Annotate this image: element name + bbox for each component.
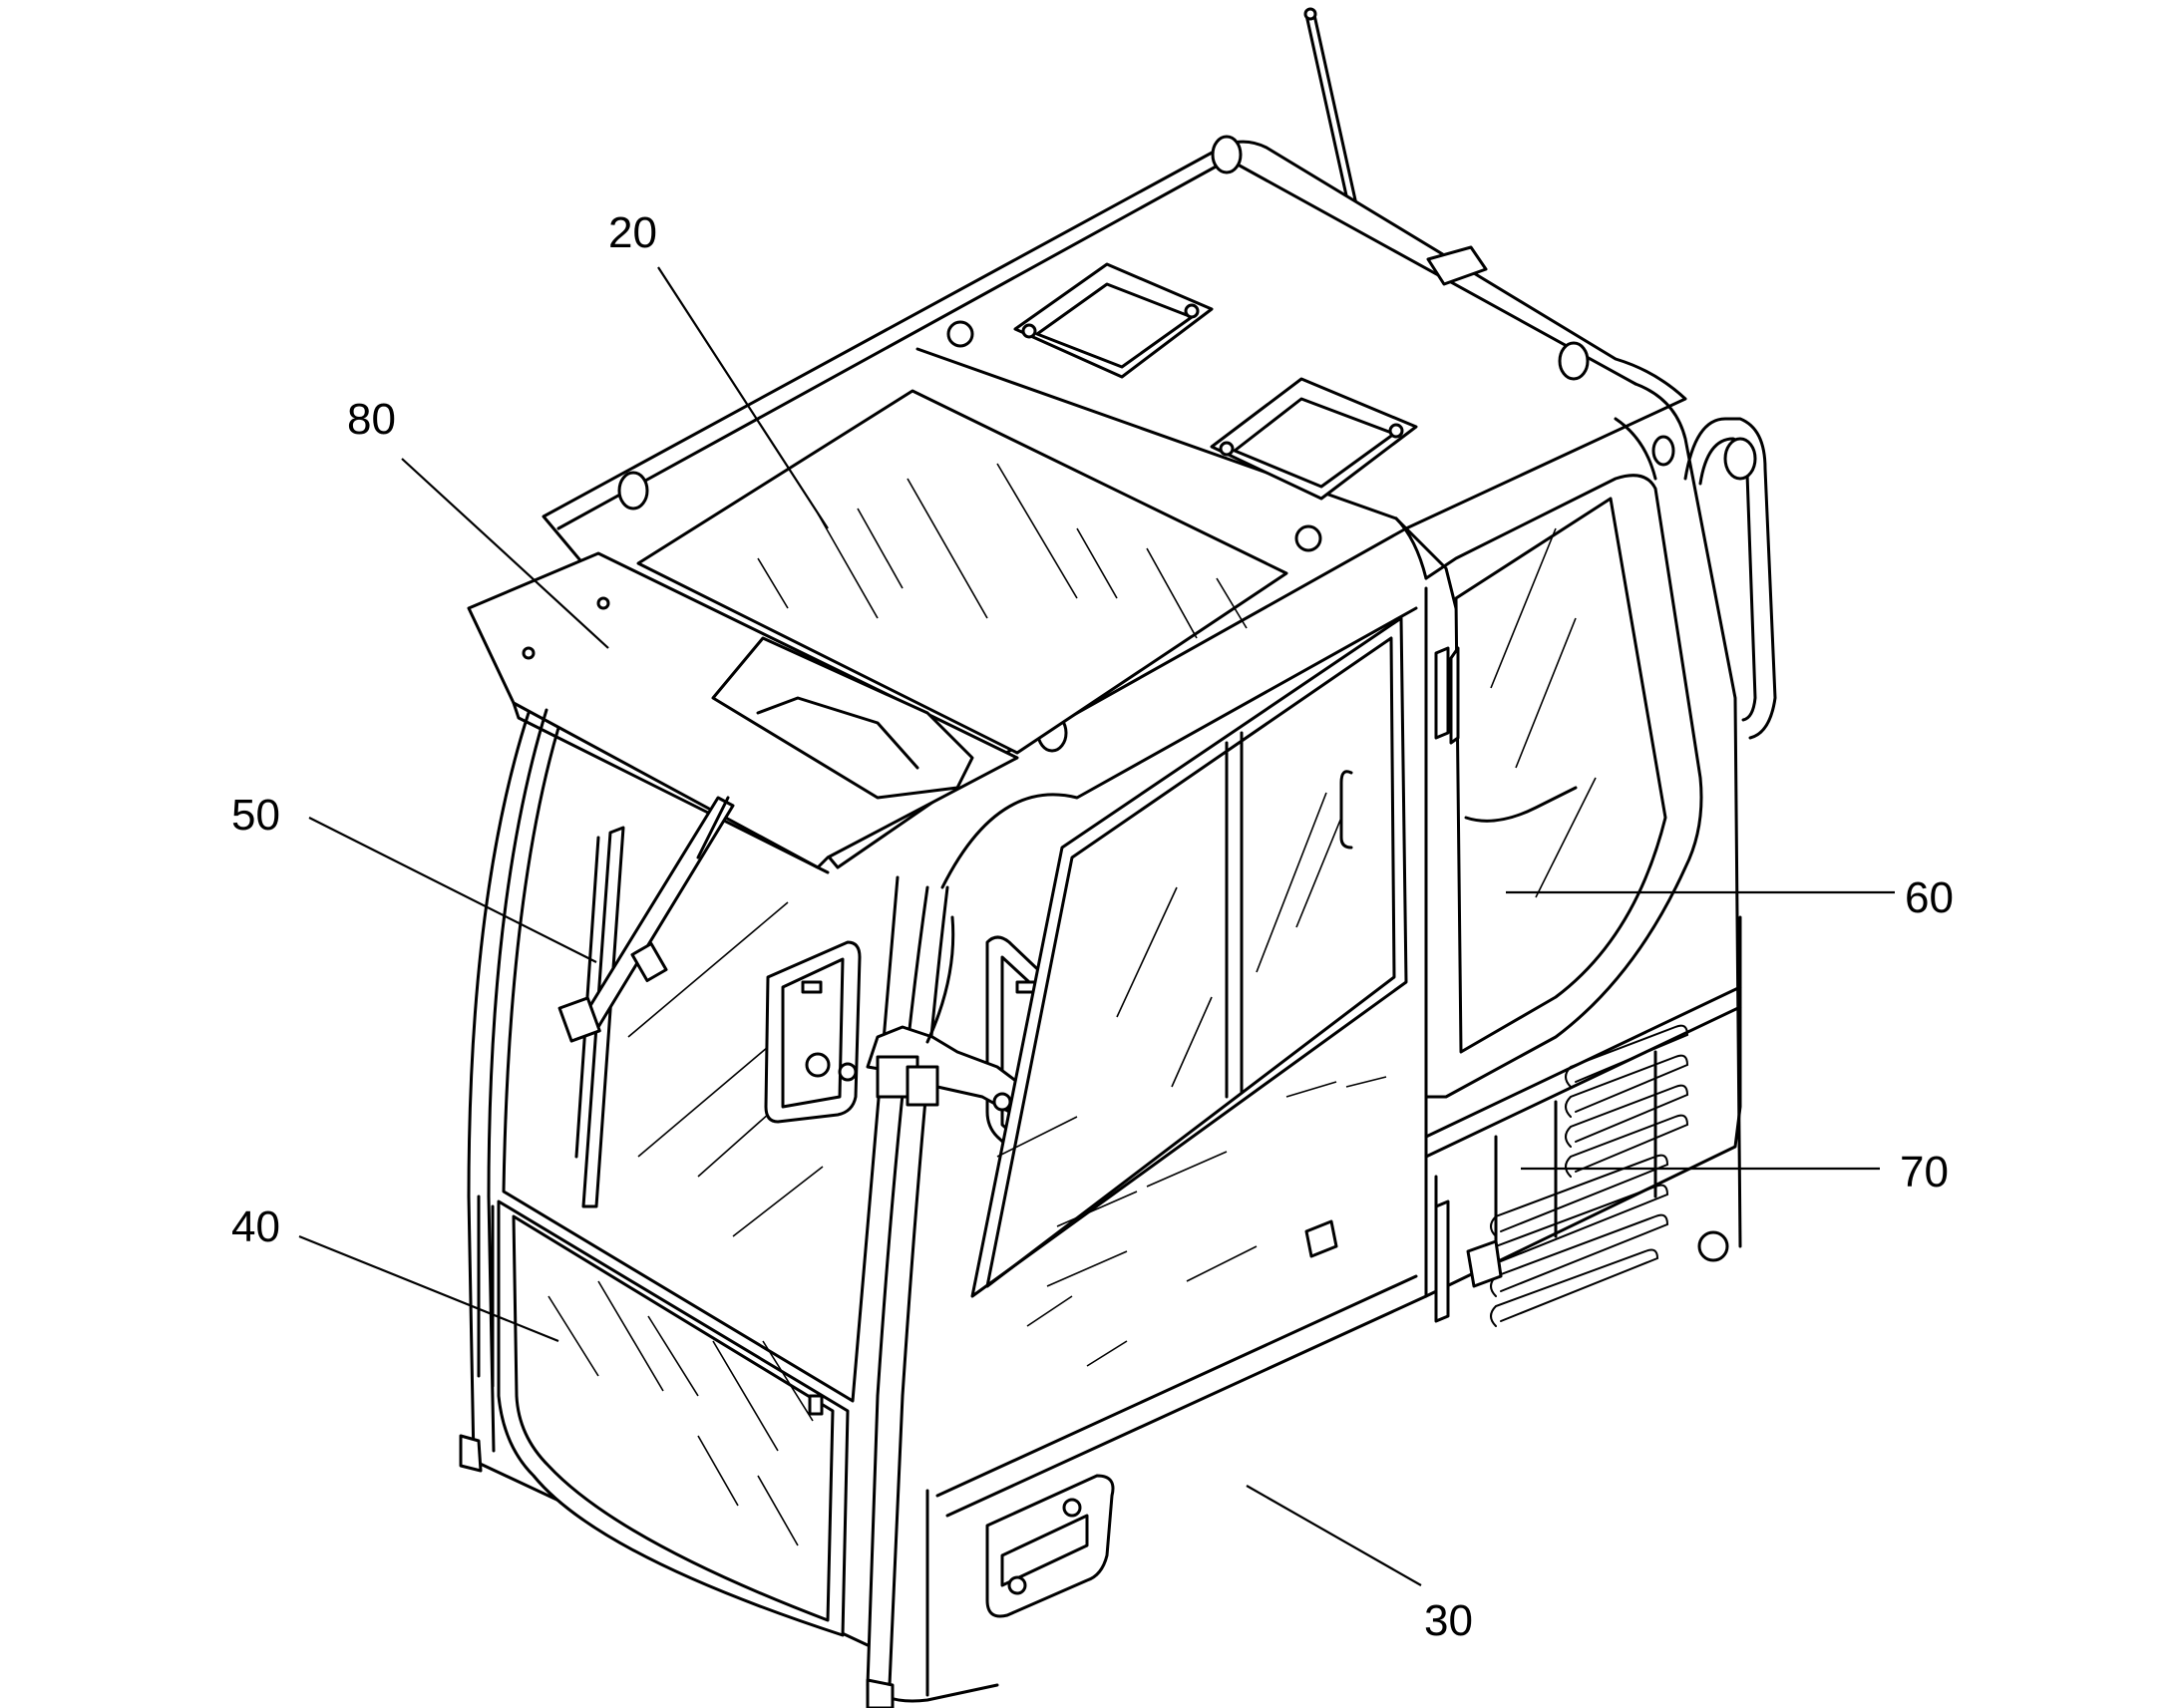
rear-pillar [1394,382,1742,1262]
callout-20: 20 [608,208,657,257]
callouts: 20 80 50 60 70 40 30 [231,208,1954,1645]
handrail [1651,417,1777,740]
roof-vent [1013,262,1214,379]
side-window [970,616,1408,1367]
rear-door [1424,474,1703,1099]
roof-window-glass [636,389,1288,755]
leader-40 [298,1234,559,1343]
front-windshield [502,726,900,1403]
leader-20 [657,266,829,529]
leader-30 [1246,1485,1422,1586]
callout-40: 40 [231,1202,280,1251]
leader-lines [298,266,1895,1586]
mount-bracket [459,1195,895,1708]
door-handle [985,1474,1115,1618]
leader-50 [308,817,597,963]
lower-front-glass [497,1199,850,1637]
front-frame [467,708,999,1703]
lifting-eye-right [1558,341,1590,381]
callout-70: 70 [1900,1148,1949,1196]
roof-vent [1210,377,1418,501]
antenna [1303,7,1358,206]
leader-80 [401,458,609,649]
callout-80: 80 [347,395,396,444]
callout-50: 50 [231,791,280,840]
left-side-mirror [764,940,862,1124]
callout-60: 60 [1905,873,1954,922]
callout-30: 30 [1424,1596,1473,1645]
wiper [557,796,735,1208]
lifting-eye-top [1211,135,1243,174]
mirror-bracket [805,915,1043,1124]
side-panel [925,586,1742,1697]
side-louver-panel [1424,646,1742,1327]
interior-mirror [711,636,974,800]
lifting-eye-left [617,471,649,511]
